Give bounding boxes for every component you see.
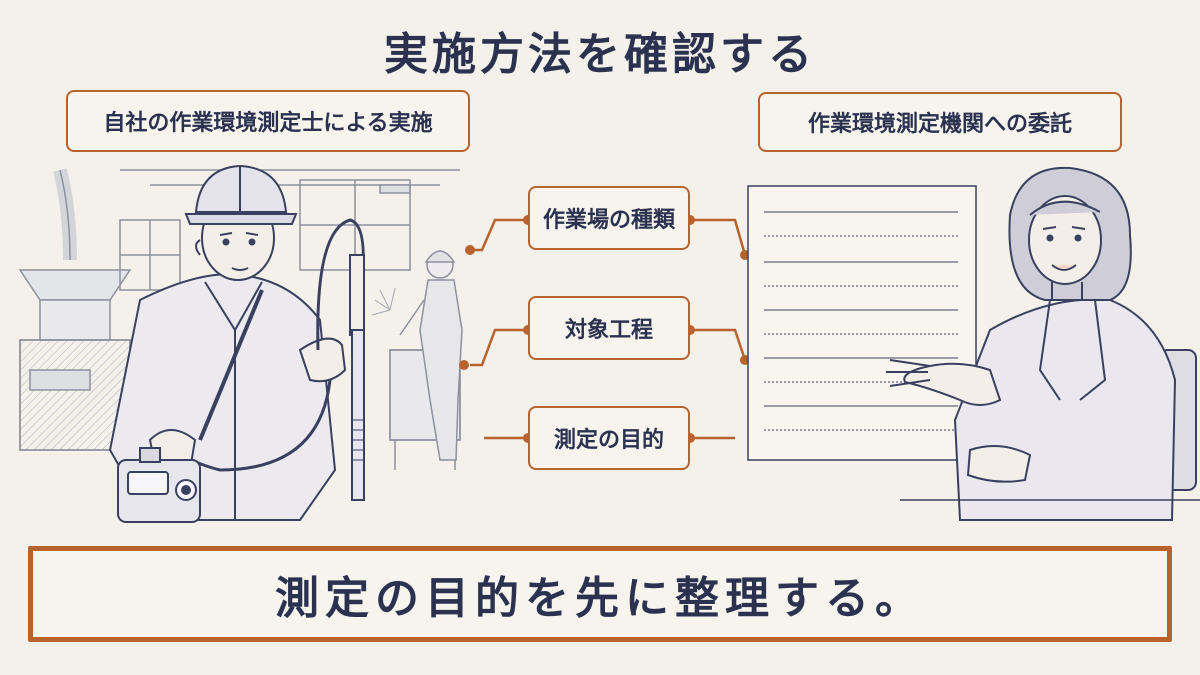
checklist-item-label: 対象工程 xyxy=(564,318,653,343)
conclusion-text: 測定の目的を先に整理する。 xyxy=(275,573,925,624)
connector-lines xyxy=(470,218,747,440)
consultant-figure xyxy=(886,166,1200,521)
hard-hat-icon xyxy=(184,164,298,225)
checklist-item-target-process: 対象工程 xyxy=(528,296,690,360)
checklist-item-measurement-purpose: 測定の目的 xyxy=(528,406,690,470)
option-in-house-box: 自社の作業環境測定士による実施 xyxy=(66,90,470,152)
page-title: 実施方法を確認する xyxy=(384,29,816,80)
checklist-item-label: 作業場の種類 xyxy=(542,208,675,233)
option-outsource-label: 作業環境測定機関への委託 xyxy=(807,112,1072,137)
gas-sampler-icon xyxy=(117,447,201,523)
worker-figure xyxy=(108,164,365,521)
checklist-item-label: 測定の目的 xyxy=(553,428,664,453)
option-in-house-label: 自社の作業環境測定士による実施 xyxy=(103,111,433,136)
conclusion-banner: 測定の目的を先に整理する。 xyxy=(28,546,1172,642)
option-outsource-box: 作業環境測定機関への委託 xyxy=(758,92,1122,152)
clipboard-icon xyxy=(747,185,977,461)
checklist-item-workplace-type: 作業場の種類 xyxy=(528,186,690,250)
